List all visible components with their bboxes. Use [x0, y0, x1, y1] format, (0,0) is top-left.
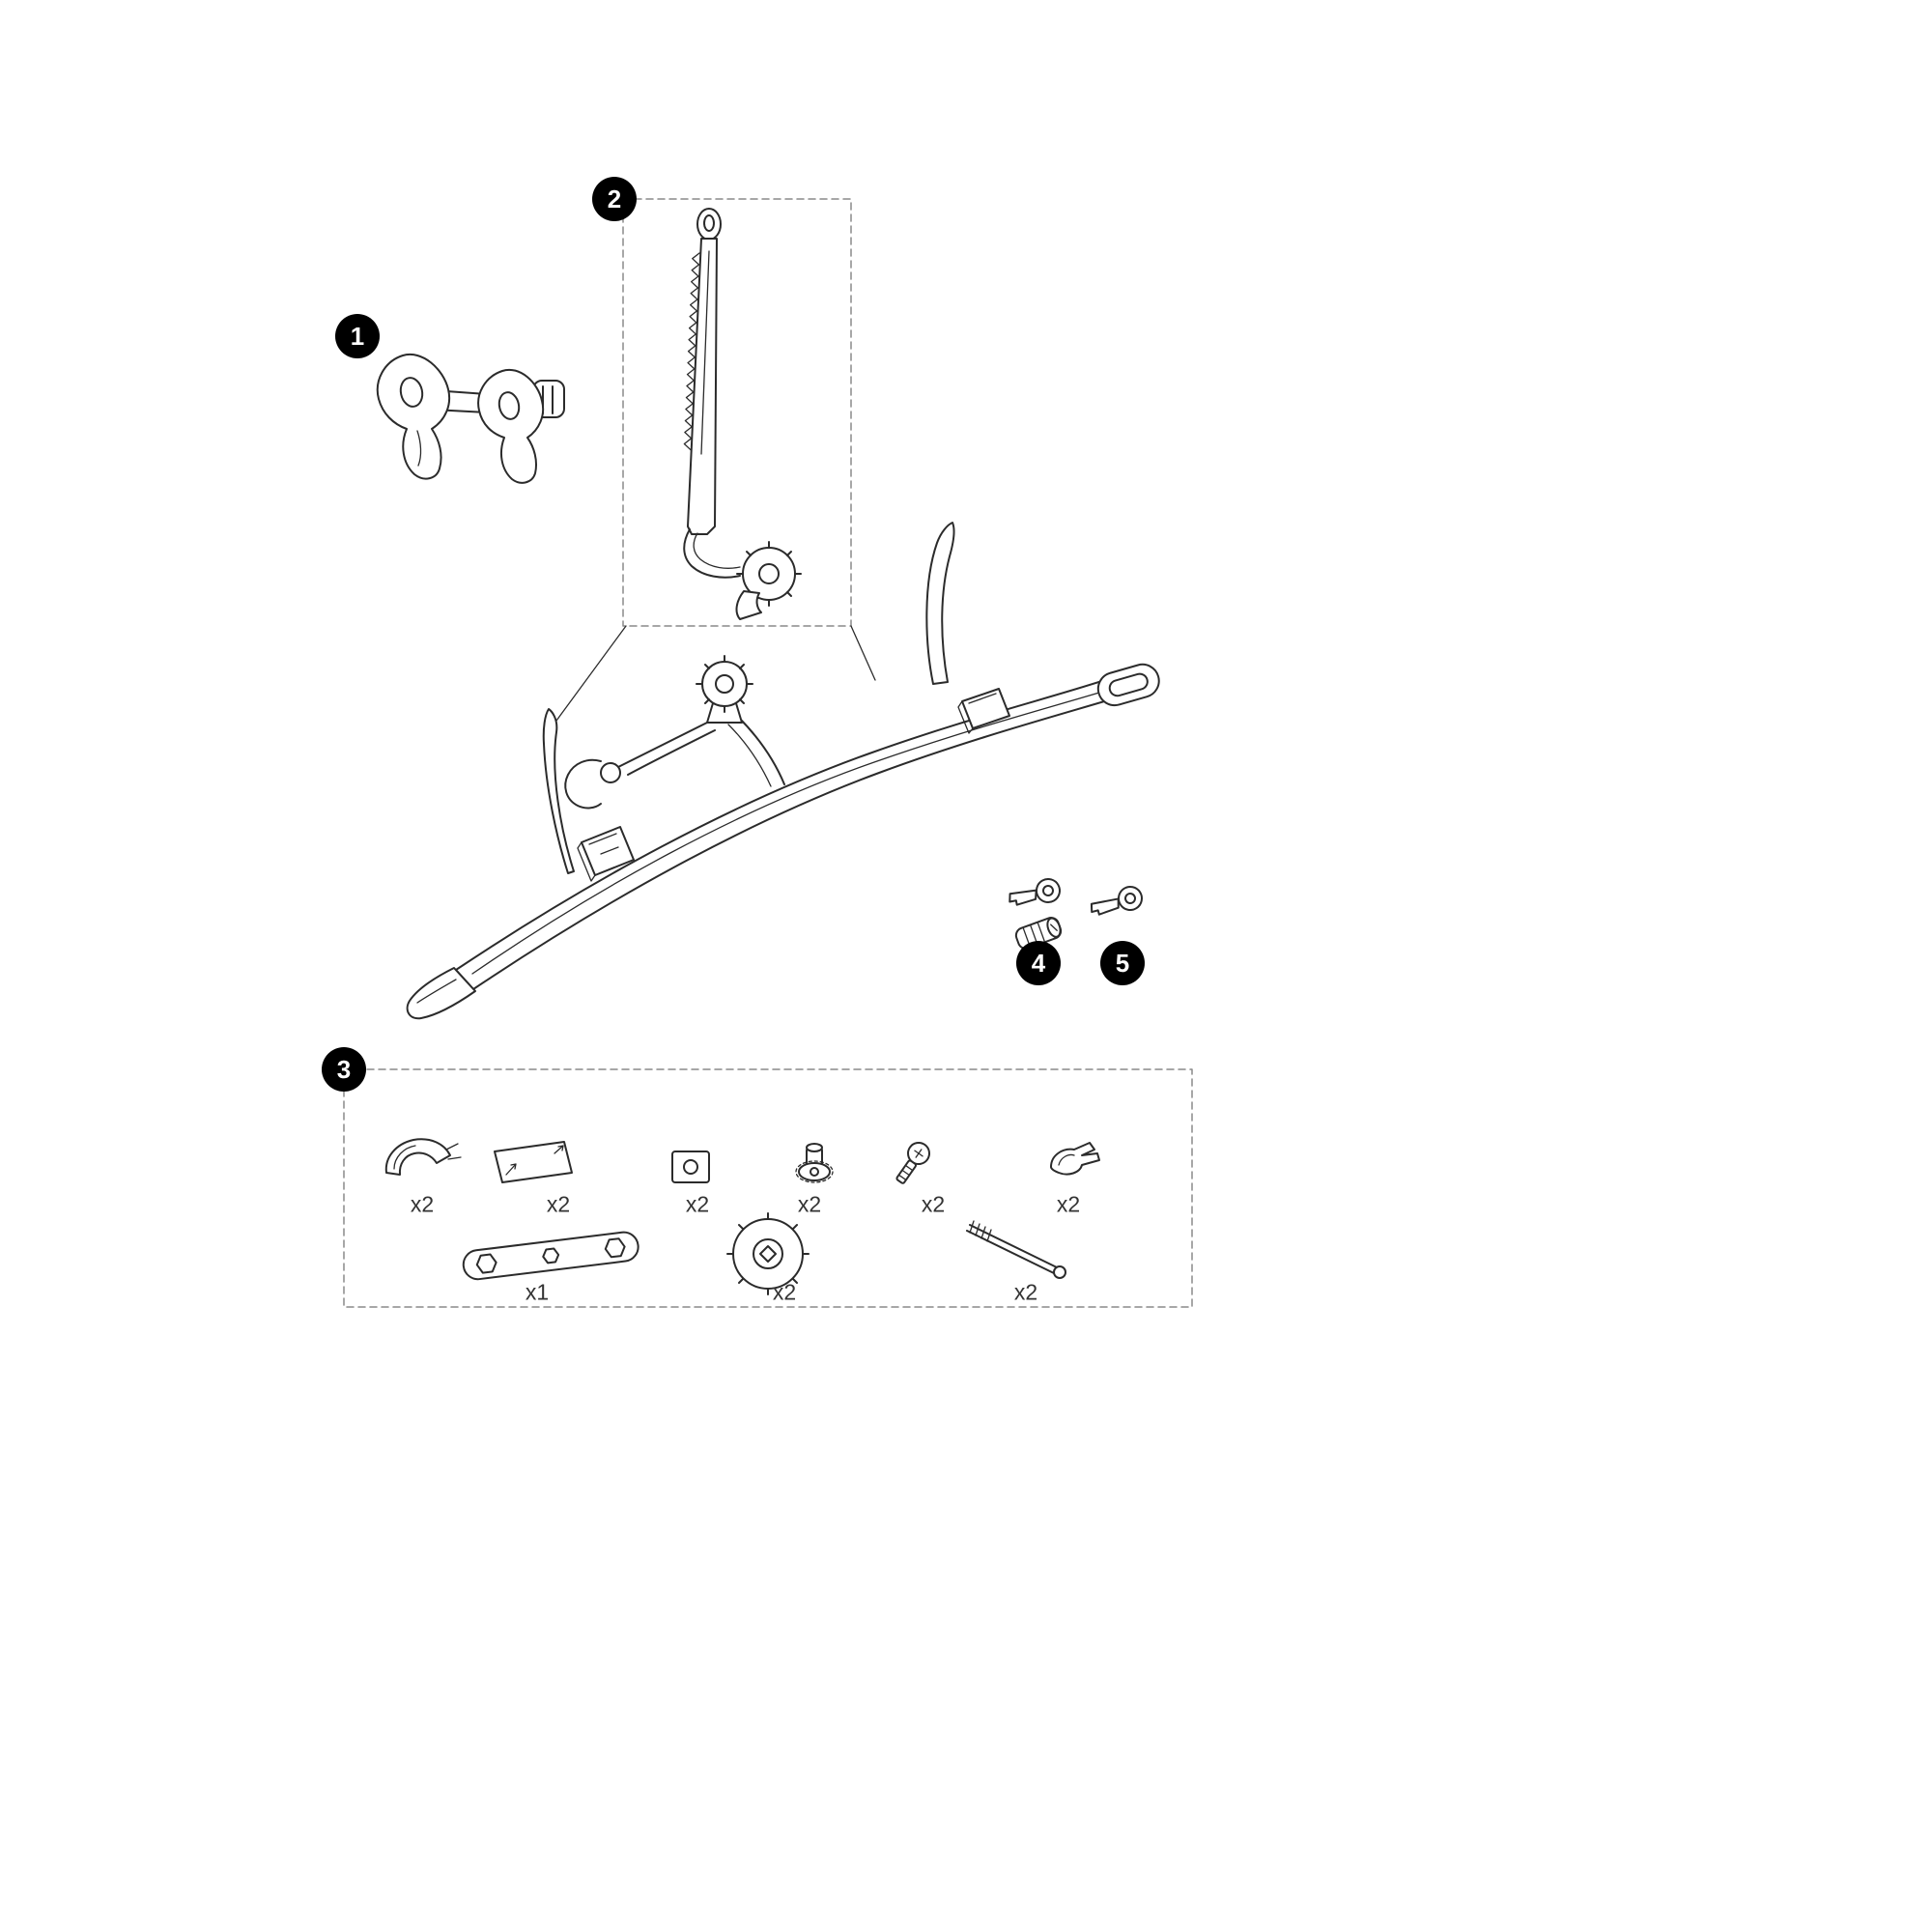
part-5-badge: 5	[1100, 941, 1145, 985]
multi-tool-wrench-icon	[462, 1231, 639, 1281]
qty-label-flange-bolt: x2	[797, 1191, 822, 1217]
ratchet-arm-icon	[683, 208, 802, 620]
qty-label-square-nut: x2	[685, 1191, 710, 1217]
lock-cylinder-icon	[1009, 878, 1063, 950]
spare-key-icon	[1090, 886, 1143, 916]
part-4-badge: 4	[1016, 941, 1061, 985]
qty-label-wrench: x1	[525, 1279, 550, 1305]
star-knob-icon	[726, 1212, 810, 1295]
square-nut-icon	[671, 1151, 710, 1183]
long-bolt-icon	[966, 1220, 1066, 1279]
spring-clip-icon	[1050, 1142, 1100, 1176]
pan-head-screw-icon	[895, 1142, 930, 1184]
end-cap-icon	[384, 1138, 462, 1176]
leader-lines	[555, 625, 876, 722]
qty-label-adhesive-pad: x2	[546, 1191, 571, 1217]
part-1-badge: 1	[335, 314, 380, 358]
part-2-dashed-box	[622, 198, 852, 627]
hardware-kit-dashed-box	[343, 1068, 1193, 1308]
qty-label-screw: x2	[921, 1191, 946, 1217]
qty-label-long-bolt: x2	[1013, 1279, 1038, 1305]
part-3-badge: 3	[322, 1047, 366, 1092]
wheel-holder-frame-icon	[406, 522, 1160, 1020]
part-2-badge: 2	[592, 177, 637, 221]
qty-label-end-cap: x2	[410, 1191, 435, 1217]
serrated-flange-bolt-icon	[795, 1143, 834, 1183]
adhesive-pad-icon	[494, 1141, 573, 1183]
hub-adapter-icon	[376, 353, 565, 484]
qty-label-clip: x2	[1056, 1191, 1081, 1217]
qty-label-star-knob: x2	[772, 1279, 797, 1305]
